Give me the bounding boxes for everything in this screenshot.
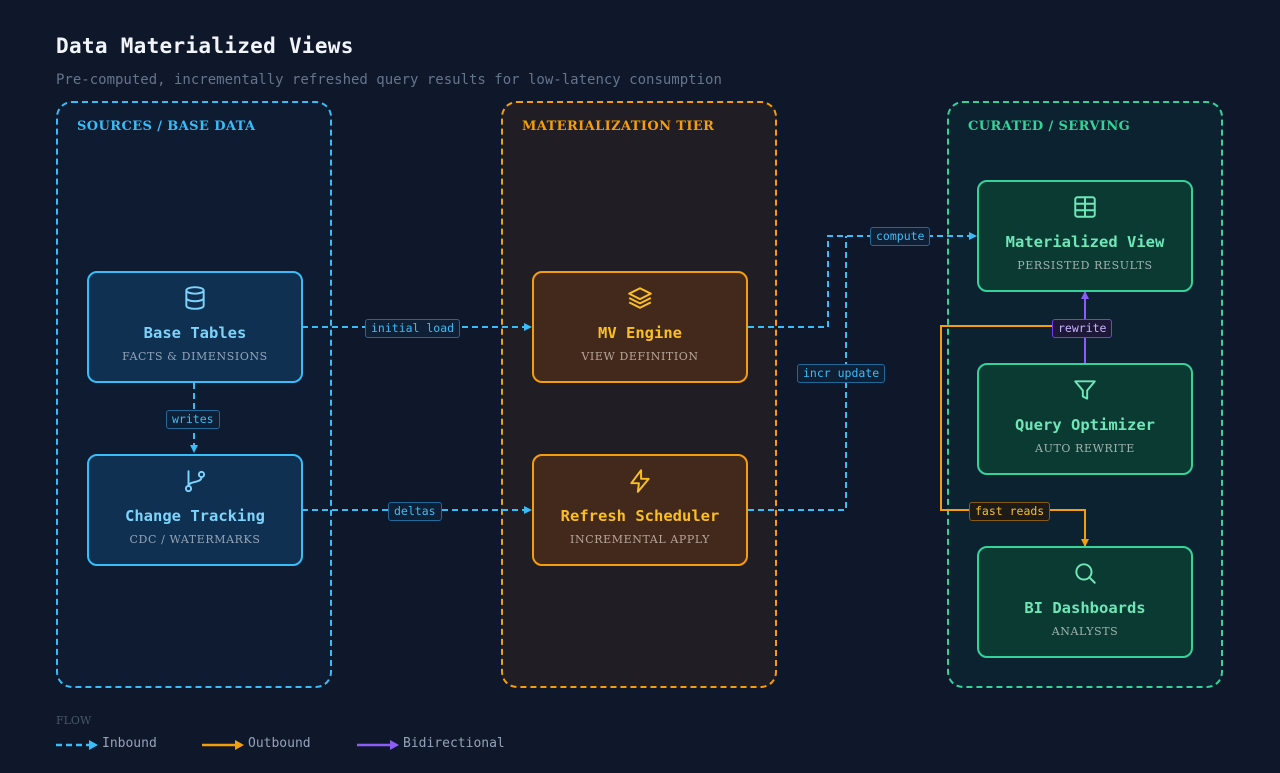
legend-bidirectional-label: Bidirectional — [403, 736, 505, 751]
node-title: BI Dashboards — [1024, 599, 1146, 617]
edge-compute — [748, 232, 977, 328]
node-materialized-view[interactable]: Materialized View PERSISTED RESULTS — [977, 180, 1193, 292]
filter-icon — [979, 377, 1191, 403]
node-change-tracking[interactable]: Change Tracking CDC / WATERMARKS — [87, 454, 303, 566]
edge-label-rewrite: rewrite — [1052, 319, 1113, 338]
page-subtitle: Pre-computed, incrementally refreshed qu… — [56, 72, 722, 88]
bidirectional-line-icon — [357, 740, 399, 750]
node-subtitle: AUTO REWRITE — [1035, 442, 1135, 455]
node-subtitle: PERSISTED RESULTS — [1017, 259, 1153, 272]
edge-label-compute: compute — [870, 227, 931, 246]
outbound-line-icon — [202, 740, 244, 750]
layers-icon — [534, 285, 746, 311]
node-title: Query Optimizer — [1015, 416, 1155, 434]
edge-label-fast-reads: fast reads — [969, 502, 1051, 521]
edge-label-incr-update: incr update — [797, 364, 886, 383]
lightning-icon — [534, 468, 746, 494]
node-bi-dashboards[interactable]: BI Dashboards ANALYSTS — [977, 546, 1193, 658]
node-base-tables[interactable]: Base Tables FACTS & DIMENSIONS — [87, 271, 303, 383]
legend-title: FLOW — [56, 714, 92, 727]
page-title: Data Materialized Views — [56, 34, 354, 58]
node-refresh-scheduler[interactable]: Refresh Scheduler INCREMENTAL APPLY — [532, 454, 748, 566]
edge-incr-update — [748, 236, 847, 511]
node-title: MV Engine — [598, 324, 682, 342]
inbound-line-icon — [56, 740, 98, 750]
legend-outbound-label: Outbound — [248, 736, 311, 751]
edge-label-initial-load: initial load — [365, 319, 461, 338]
tier-curated-label: CURATED / SERVING — [968, 119, 1131, 134]
git-branch-icon — [89, 468, 301, 494]
tier-materialization: MATERIALIZATION TIER — [501, 101, 777, 688]
node-subtitle: VIEW DEFINITION — [581, 350, 699, 363]
search-icon — [979, 560, 1191, 586]
database-icon — [89, 285, 301, 311]
edge-label-writes: writes — [166, 410, 220, 429]
node-mv-engine[interactable]: MV Engine VIEW DEFINITION — [532, 271, 748, 383]
tier-sources-label: SOURCES / BASE DATA — [77, 119, 256, 134]
table-icon — [979, 194, 1191, 220]
tier-materialization-label: MATERIALIZATION TIER — [522, 119, 715, 134]
node-title: Base Tables — [143, 324, 247, 342]
node-subtitle: FACTS & DIMENSIONS — [122, 350, 268, 363]
legend-inbound-label: Inbound — [102, 736, 157, 751]
node-subtitle: ANALYSTS — [1051, 625, 1119, 638]
node-subtitle: INCREMENTAL APPLY — [570, 533, 710, 546]
node-subtitle: CDC / WATERMARKS — [129, 533, 261, 546]
node-query-optimizer[interactable]: Query Optimizer AUTO REWRITE — [977, 363, 1193, 475]
node-title: Change Tracking — [125, 507, 265, 525]
node-title: Refresh Scheduler — [560, 507, 720, 525]
edge-label-deltas: deltas — [388, 502, 442, 521]
node-title: Materialized View — [1005, 233, 1165, 251]
